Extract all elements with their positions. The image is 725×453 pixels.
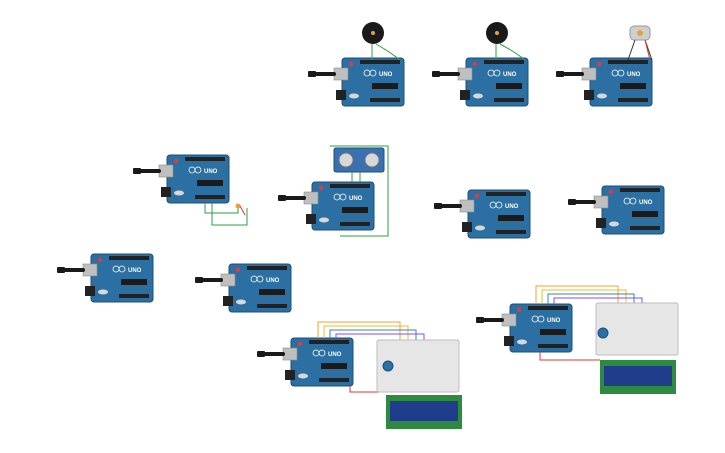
arduino-uno-board[interactable] <box>554 57 653 107</box>
potentiometer-icon[interactable] <box>382 360 394 372</box>
arduino-uno-board[interactable] <box>55 253 154 303</box>
lcd-16x2-display[interactable] <box>600 360 676 394</box>
arduino-uno-board[interactable] <box>430 57 529 107</box>
piezo-buzzer-icon[interactable] <box>486 22 526 61</box>
dc-motor-icon[interactable] <box>627 25 653 61</box>
arduino-uno-board[interactable] <box>255 337 354 387</box>
lcd-16x2-display[interactable] <box>386 395 462 429</box>
arduino-uno-board[interactable] <box>131 154 230 204</box>
lcd-wiring[interactable] <box>535 285 643 361</box>
arduino-uno-board[interactable] <box>474 303 573 353</box>
arduino-uno-board[interactable] <box>193 263 292 313</box>
photoresistor-wiring[interactable] <box>204 203 248 226</box>
arduino-uno-board[interactable] <box>276 181 375 231</box>
ultrasonic-sensor-icon[interactable] <box>330 145 389 237</box>
breadboard[interactable] <box>376 339 460 393</box>
piezo-buzzer-icon[interactable] <box>362 22 401 61</box>
arduino-uno-board[interactable] <box>566 185 665 235</box>
arduino-uno-board[interactable] <box>306 57 405 107</box>
arduino-uno-board[interactable] <box>432 189 531 239</box>
potentiometer-icon[interactable] <box>597 327 609 339</box>
breadboard[interactable] <box>595 302 679 356</box>
